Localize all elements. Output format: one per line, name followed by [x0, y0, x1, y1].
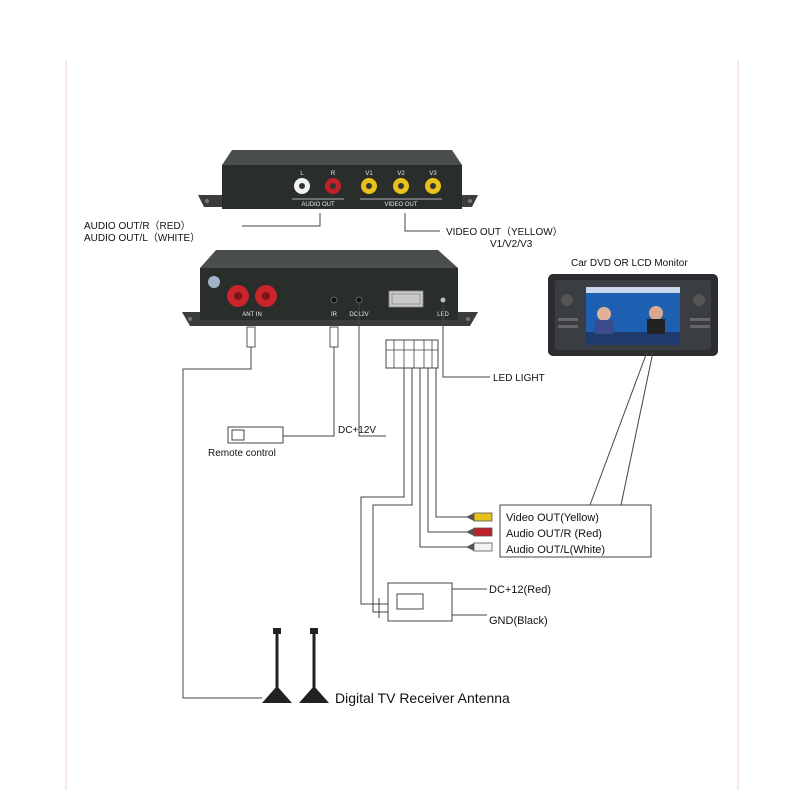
ir-cable — [283, 347, 335, 437]
bottom-unit: ANT IN IR DC12V LED — [182, 250, 478, 326]
monitor-button — [690, 325, 710, 328]
wire-dc12-red — [372, 368, 413, 613]
dc12-red-label: DC+12(Red) — [489, 584, 551, 596]
wire-gnd-black — [360, 368, 405, 605]
ir-label: IR — [331, 312, 338, 318]
bottom-unit-top-face — [200, 250, 458, 268]
car-monitor — [548, 274, 718, 356]
antenna-cable — [182, 347, 262, 699]
antenna-label: Digital TV Receiver Antenna — [335, 690, 510, 706]
presenter-left — [597, 307, 611, 321]
audio-out-r-label: AUDIO OUT/R（RED） — [84, 220, 191, 232]
monitor-leader-right — [620, 351, 654, 506]
harness-socket — [388, 290, 424, 308]
led-light-label: LED LIGHT — [493, 373, 545, 384]
monitor-button — [558, 325, 578, 328]
screw — [466, 317, 470, 321]
presenter-right — [649, 306, 663, 320]
remote-control-sensor — [227, 426, 284, 444]
video-callout-leader — [404, 213, 440, 232]
audio-callout-leader — [242, 213, 321, 227]
ant-in-label: ANT IN — [242, 312, 262, 318]
screw — [468, 199, 472, 203]
screen-ticker — [586, 332, 680, 345]
antenna-input-2 — [255, 285, 277, 307]
dc12v-label: DC+12V — [338, 425, 376, 436]
video-out-yellow-label: Video OUT(Yellow) — [506, 512, 599, 524]
rca-plug-video-yellow — [466, 512, 493, 522]
rca-plug-audio-red — [466, 527, 493, 537]
dc12v-cable — [358, 304, 386, 437]
monitor-leader-left — [589, 351, 648, 506]
presenter-right-body — [647, 319, 665, 334]
presenter-left-body — [595, 320, 613, 334]
rca-video-v2 — [393, 178, 409, 194]
monitor-button — [690, 318, 710, 321]
top-unit: L R V1 V2 V3 AUDIO OUT VIDEO OUT — [198, 150, 478, 209]
video-out-group-label: VIDEO OUT — [384, 202, 417, 208]
ir-plug — [329, 326, 339, 348]
port-label-v2: V2 — [397, 171, 405, 177]
led-light-lead — [442, 305, 490, 378]
monitor-knob-left — [561, 294, 573, 306]
harness-connector — [385, 339, 439, 369]
audio-out-l-label: AUDIO OUT/L（WHITE） — [84, 232, 200, 244]
port-label-l: L — [300, 171, 304, 177]
rca-audio-r — [325, 178, 341, 194]
rca-video-v1 — [361, 178, 377, 194]
remote-control-label: Remote control — [208, 448, 276, 459]
audio-out-group-label: AUDIO OUT — [301, 202, 335, 208]
antenna-plug — [246, 326, 256, 348]
warranty-sticker — [208, 276, 220, 288]
port-label-r: R — [331, 171, 336, 177]
video-channels-label: V1/V2/V3 — [490, 239, 533, 250]
wire-audio-out-r — [427, 368, 474, 533]
monitor-title: Car DVD OR LCD Monitor — [571, 258, 688, 269]
monitor-button — [558, 318, 578, 321]
screw — [188, 317, 192, 321]
ir-jack — [330, 296, 338, 304]
video-out-label: VIDEO OUT（YELLOW） — [446, 226, 563, 238]
top-unit-top-face — [222, 150, 462, 165]
audio-out-red-label: Audio OUT/R (Red) — [506, 528, 602, 540]
dc-jack — [355, 296, 363, 304]
screen-status-bar — [586, 287, 680, 293]
antenna-input-1 — [227, 285, 249, 307]
wire-video-out — [435, 368, 474, 518]
port-label-v3: V3 — [429, 171, 437, 177]
antenna-2 — [299, 628, 329, 703]
port-label-v1: V1 — [365, 171, 373, 177]
output-label-box — [499, 504, 652, 558]
power-connector — [387, 582, 453, 622]
rca-video-v3 — [425, 178, 441, 194]
antenna-1 — [262, 628, 292, 703]
rca-plug-audio-white — [466, 542, 493, 552]
screw — [205, 199, 209, 203]
rca-audio-l — [294, 178, 310, 194]
harness-socket-pins — [391, 293, 421, 305]
led-indicator — [440, 297, 446, 303]
monitor-knob-right — [693, 294, 705, 306]
audio-out-white-label: Audio OUT/L(White) — [506, 544, 605, 556]
gnd-black-label: GND(Black) — [489, 615, 548, 627]
wire-audio-out-l — [419, 368, 474, 548]
top-unit-front — [222, 165, 462, 209]
